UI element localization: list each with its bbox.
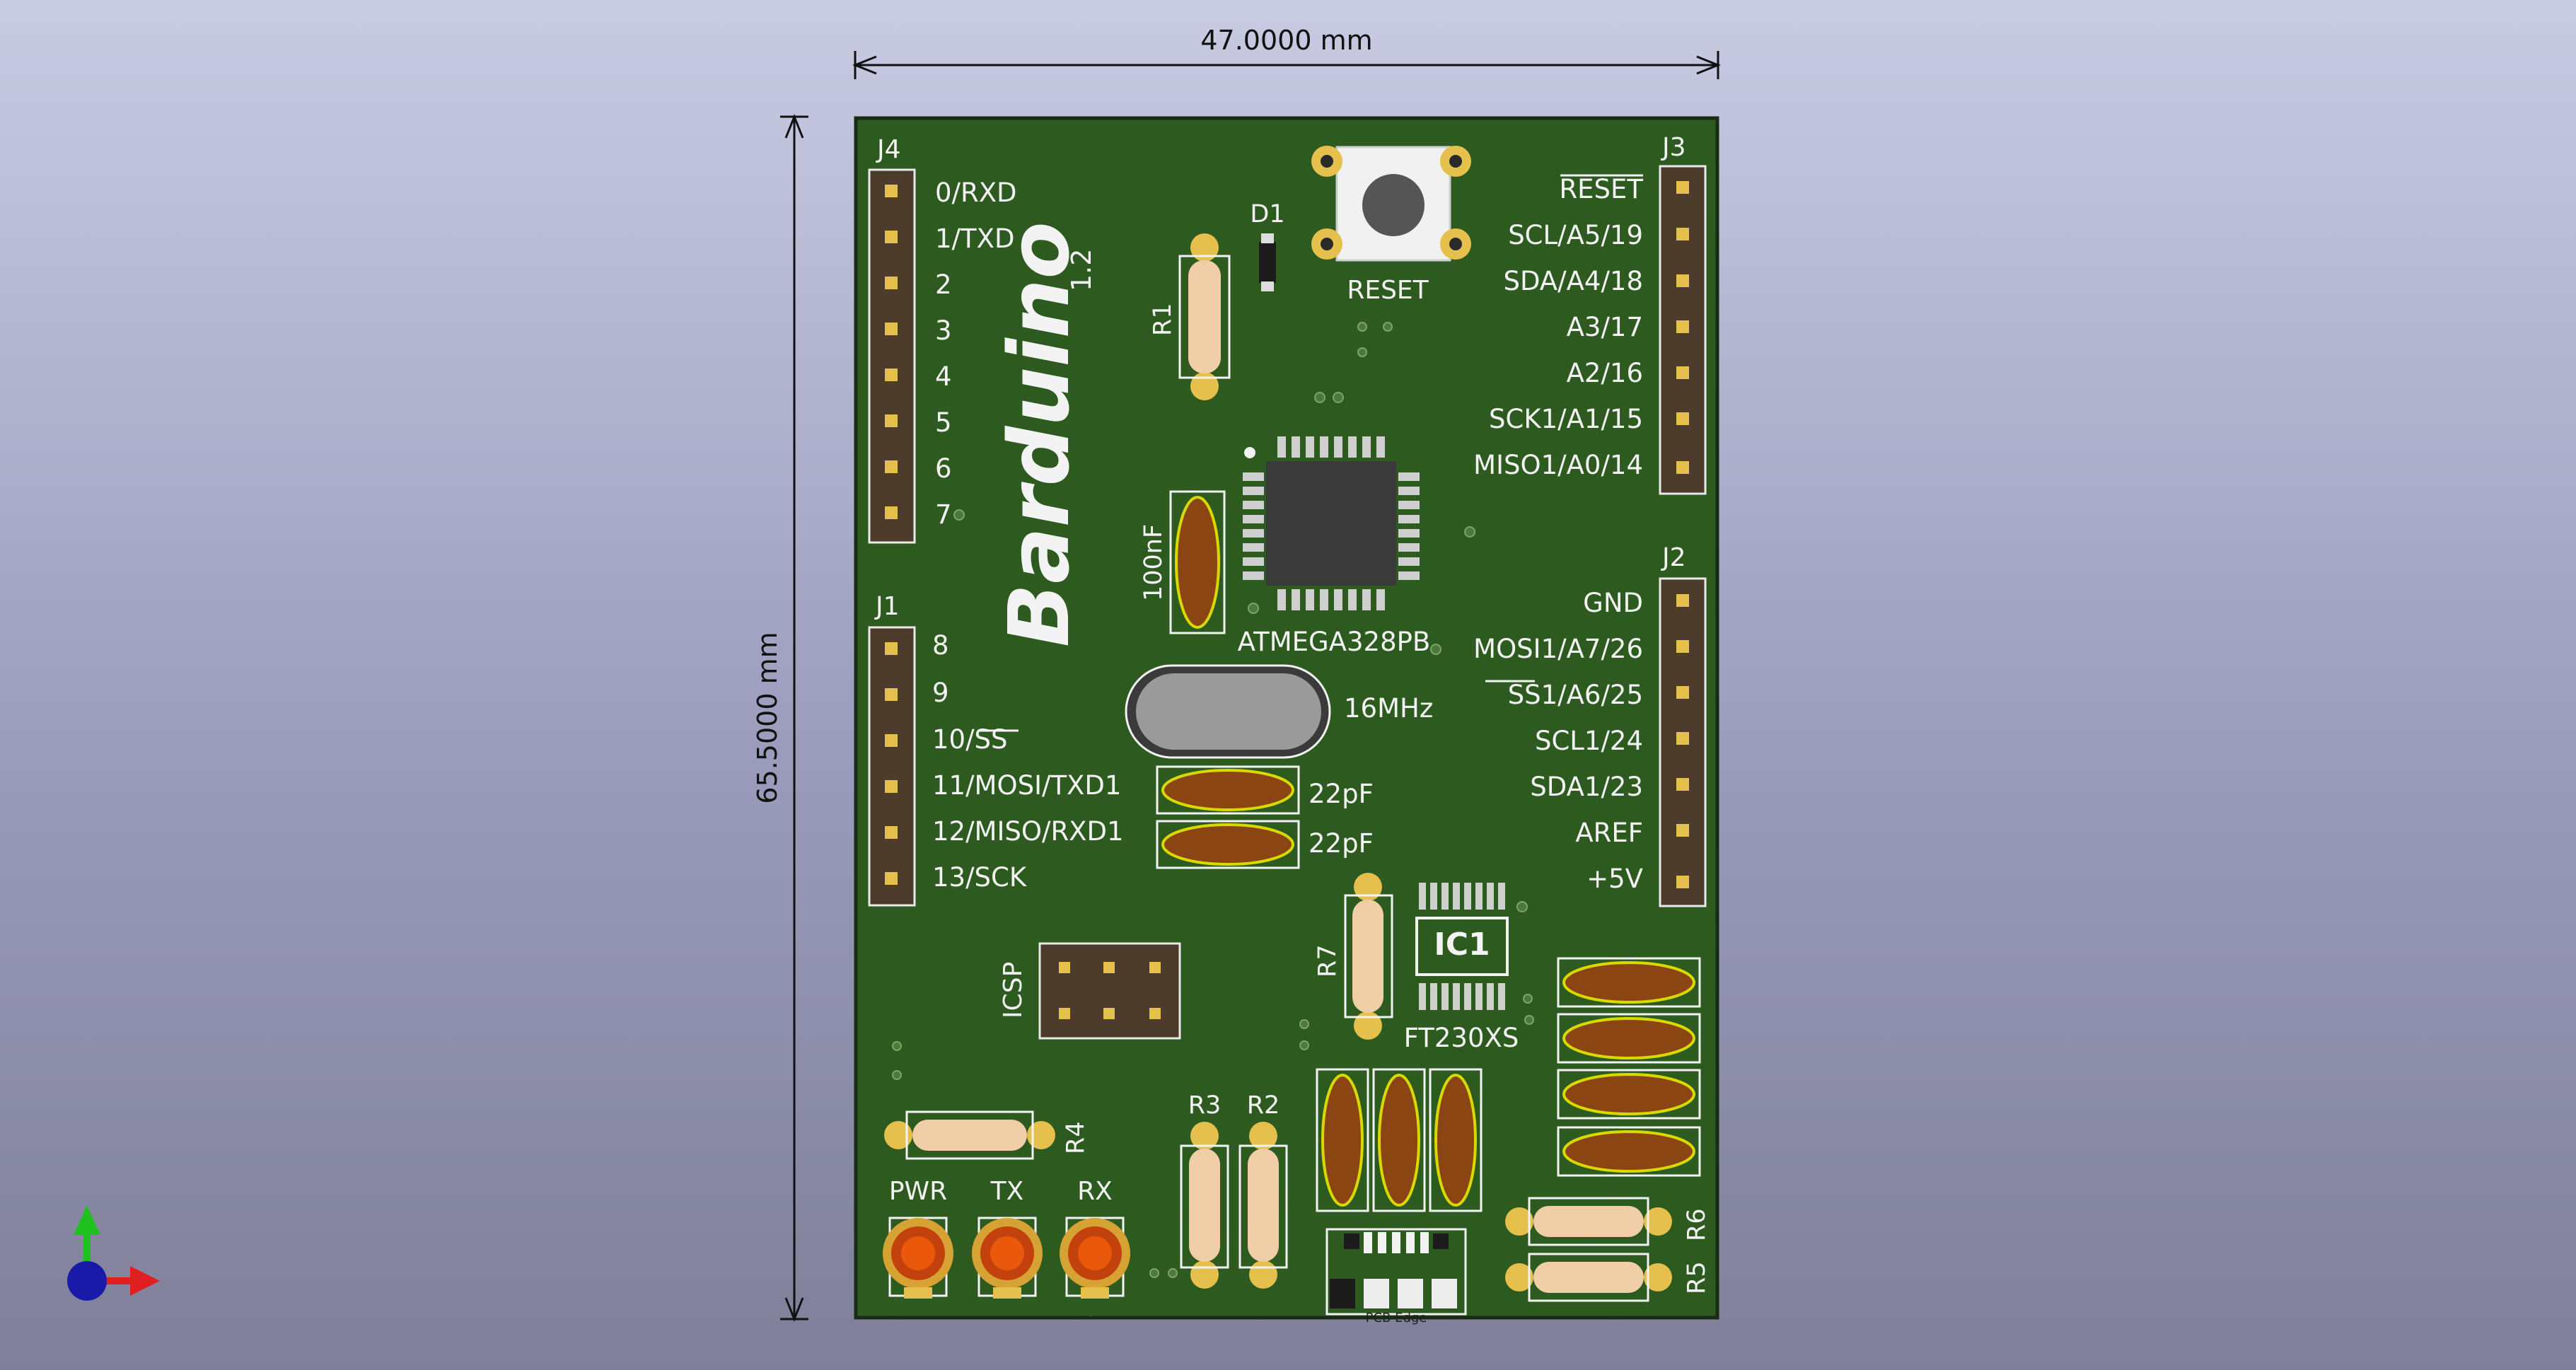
j4-pin-6: 6	[935, 453, 952, 484]
resistor-r4[interactable]: R4	[884, 1110, 1090, 1160]
board-logo: Barduino	[990, 221, 1088, 647]
cap-100nf-label: 100nF	[1139, 524, 1168, 601]
crystal-label: 16MHz	[1344, 693, 1433, 724]
j3-pin-14: MISO1/A0/14	[1473, 450, 1643, 480]
j3-pin-17: A3/17	[1567, 312, 1643, 342]
resistor-r2[interactable]: R2	[1238, 1091, 1288, 1289]
cap-22pf-1-label: 22pF	[1309, 779, 1374, 809]
j1-pin-11: 11/MOSI/TXD1	[932, 770, 1121, 801]
axes-gizmo	[67, 1205, 160, 1301]
j2-pin-23: SDA1/23	[1530, 772, 1643, 802]
led-tx[interactable]: TX	[972, 1177, 1043, 1299]
resistor-r6[interactable]: R6	[1505, 1197, 1711, 1246]
j1-pin-10: 10/SS	[932, 724, 1008, 755]
y-axis-icon	[74, 1205, 100, 1272]
pcb-edge-label: PCB Edge	[1366, 1311, 1427, 1325]
led-pwr-label: PWR	[889, 1177, 947, 1206]
r3-label: R3	[1188, 1091, 1222, 1120]
z-axis-icon	[67, 1261, 107, 1301]
r1-label: R1	[1149, 303, 1177, 336]
capacitor-22pf-1[interactable]: 22pF	[1156, 765, 1374, 815]
j2-pin-gnd: GND	[1583, 588, 1643, 618]
icsp-label: ICSP	[999, 962, 1028, 1018]
cap-22pf-2-label: 22pF	[1309, 828, 1374, 859]
mcu-label: ATMEGA328PB	[1238, 627, 1431, 657]
j4-pin-2: 2	[935, 269, 952, 300]
header-j3[interactable]: J3 RESET SCL/A5/19 SDA/A4/18 A3/17 A2/16…	[1473, 133, 1707, 495]
j1-pin-13: 13/SCK	[932, 862, 1028, 893]
resistor-r1[interactable]: R1	[1149, 233, 1231, 400]
header-j1[interactable]: J1 8 9 10/SS 11/MOSI/TXD1 12/MISO/RXD1 1…	[868, 592, 1124, 907]
j3-pin-reset: RESET	[1559, 174, 1643, 204]
usb-ic-ft230xs[interactable]: IC1 FT230XS	[1404, 883, 1519, 1053]
header-j2[interactable]: J2 GND MOSI1/A7/26 SS1/A6/25 SCL1/24 SDA…	[1473, 543, 1707, 907]
j1-pin-9: 9	[932, 678, 949, 708]
j2-pin-5v: +5V	[1586, 864, 1643, 894]
led-rx[interactable]: RX	[1060, 1177, 1130, 1299]
usb-connector[interactable]: PCB Edge	[1325, 1228, 1467, 1325]
led-rx-label: RX	[1077, 1177, 1113, 1206]
j4-pin-7: 7	[935, 499, 952, 530]
j2-pin-aref: AREF	[1575, 818, 1643, 848]
r2-label: R2	[1247, 1091, 1280, 1120]
ft230xs-label: FT230XS	[1404, 1023, 1519, 1053]
header-j4-ref: J4	[876, 135, 901, 164]
j4-pin-1: 1/TXD	[935, 224, 1014, 254]
resistor-r5[interactable]: R5	[1505, 1253, 1711, 1302]
header-j3-ref: J3	[1661, 133, 1686, 162]
height-dimension: 65.5000 mm	[752, 113, 808, 1323]
r7-label: R7	[1313, 944, 1342, 977]
j4-pin-4: 4	[935, 361, 952, 392]
icsp-header[interactable]: ICSP	[999, 942, 1181, 1040]
j3-pin-15: SCK1/A1/15	[1489, 404, 1643, 434]
diode-d1[interactable]: D1	[1250, 200, 1285, 291]
capacitor-100nf[interactable]: 100nF	[1139, 490, 1226, 634]
pcb-board[interactable]: Barduino 1.2 J4 0/RXD 1/TXD 2 3 4 5 6 7	[854, 116, 1719, 1325]
j4-pin-5: 5	[935, 407, 952, 438]
led-pwr[interactable]: PWR	[883, 1177, 953, 1299]
x-axis-icon	[89, 1266, 160, 1296]
capacitor-22pf-2[interactable]: 22pF	[1156, 820, 1374, 869]
capacitor-stack-bottom[interactable]	[1316, 1068, 1483, 1212]
header-j4[interactable]: J4 0/RXD 1/TXD 2 3 4 5 6 7	[868, 135, 1017, 544]
j4-pin-0: 0/RXD	[935, 178, 1017, 208]
reset-button[interactable]: RESET	[1311, 146, 1471, 305]
j1-pin-8: 8	[932, 630, 949, 661]
capacitor-stack-right[interactable]	[1557, 957, 1701, 1177]
header-j2-ref: J2	[1661, 543, 1686, 572]
crystal-16mhz[interactable]: 16MHz	[1125, 664, 1433, 759]
ic1-label: IC1	[1434, 927, 1490, 963]
mcu-atmega328pb[interactable]: ATMEGA328PB	[1238, 436, 1431, 657]
j3-pin-18: SDA/A4/18	[1503, 266, 1643, 296]
resistor-r3[interactable]: R3	[1180, 1091, 1229, 1289]
r6-label: R6	[1683, 1208, 1711, 1241]
j2-pin-26: MOSI1/A7/26	[1473, 634, 1643, 664]
j2-pin-25: SS1/A6/25	[1508, 680, 1643, 710]
j3-pin-19: SCL/A5/19	[1508, 220, 1643, 250]
resistor-r7[interactable]: R7	[1313, 873, 1393, 1040]
width-dimension-label: 47.0000 mm	[1200, 25, 1372, 56]
d1-label: D1	[1250, 200, 1284, 228]
height-dimension-label: 65.5000 mm	[752, 632, 783, 803]
led-tx-label: TX	[990, 1177, 1024, 1206]
r4-label: R4	[1062, 1121, 1090, 1154]
j4-pin-3: 3	[935, 315, 952, 346]
header-j1-ref: J1	[874, 592, 900, 621]
reset-label: RESET	[1347, 276, 1429, 305]
j1-pin-12: 12/MISO/RXD1	[932, 816, 1124, 847]
board-version: 1.2	[1066, 249, 1097, 291]
j3-pin-16: A2/16	[1567, 358, 1643, 388]
r5-label: R5	[1683, 1261, 1711, 1294]
width-dimension: 47.0000 mm	[852, 25, 1722, 79]
j2-pin-24: SCL1/24	[1535, 726, 1643, 756]
